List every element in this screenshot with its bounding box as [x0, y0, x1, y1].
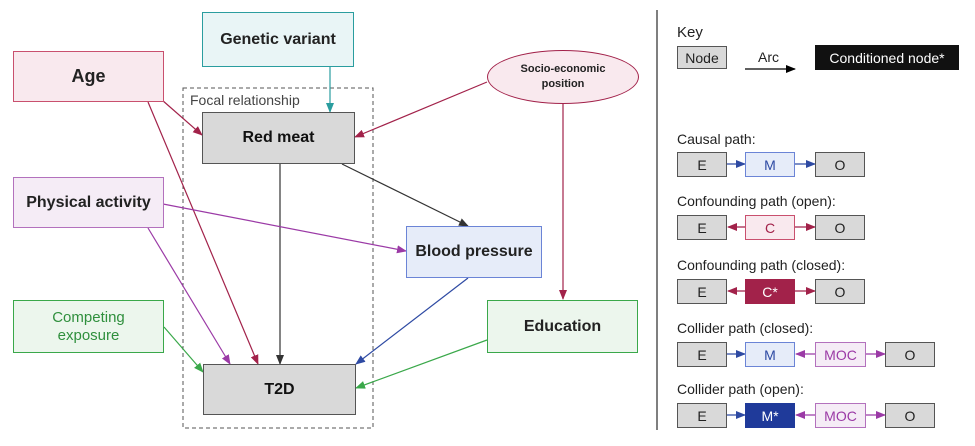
arrow-physical-to-bp [162, 203, 407, 254]
key-causal-m: M [745, 152, 795, 177]
key-conf-open-o: O [815, 215, 865, 240]
key-causal-e: E [677, 152, 727, 177]
node-physical-activity-label: Physical activity [26, 193, 151, 211]
arrow-age-to-redmeat [161, 99, 203, 136]
key-causal-o: O [815, 152, 865, 177]
key-conf-open-e: E [677, 215, 727, 240]
key-causal-e-label: E [697, 156, 707, 173]
key-conf-closed-e: E [677, 279, 727, 304]
key-coll-closed-e-label: E [697, 346, 707, 363]
node-age-label: Age [71, 66, 106, 86]
key-coll-open-o: O [885, 403, 935, 428]
node-t2d: T2D [203, 364, 356, 415]
key-coll-closed-m-label: M [764, 346, 776, 363]
key-conf-closed-c: C* [745, 279, 795, 304]
key-coll-open-e-label: E [697, 407, 707, 424]
node-socio-economic-position: Socio-economic position [487, 50, 639, 104]
key-node-label: Node [685, 49, 719, 66]
node-red-meat: Red meat [202, 112, 355, 164]
key-arc-label: Arc [758, 49, 779, 65]
key-conf-open-e-label: E [697, 219, 707, 236]
key-node-sample: Node [677, 46, 727, 69]
node-competing-exposure: Competing exposure [13, 300, 164, 353]
arrow-education-to-t2d [355, 339, 488, 389]
key-conf-closed-o: O [815, 279, 865, 304]
key-coll-closed-e: E [677, 342, 727, 367]
node-physical-activity: Physical activity [13, 177, 164, 228]
arrow-redmeat-to-bp [341, 163, 469, 227]
arrow-age-to-t2d [147, 101, 259, 365]
key-conf-closed-e-label: E [697, 283, 707, 300]
key-conditioned-sample: Conditioned node* [815, 45, 959, 70]
key-conf-open-o-label: O [834, 219, 846, 236]
key-coll-closed-m: M [745, 342, 795, 367]
key-coll-open-moc: MOC [815, 403, 866, 428]
key-coll-closed-moc-label: MOC [824, 346, 857, 363]
key-coll-open-moc-label: MOC [824, 407, 857, 424]
key-coll-closed-moc: MOC [815, 342, 866, 367]
key-coll-open-m: M* [745, 403, 795, 428]
key-title: Key [677, 24, 703, 41]
focal-relationship-label: Focal relationship [190, 92, 300, 108]
focal-region [182, 87, 374, 429]
arrow-bp-to-t2d [355, 277, 469, 365]
key-conf-closed-o-label: O [834, 283, 846, 300]
key-conf-closed-c-label: C* [762, 283, 778, 300]
key-coll-open-o-label: O [904, 407, 916, 424]
arrow-physical-to-t2d [147, 227, 231, 365]
key-path-title-causal: Causal path: [677, 131, 756, 147]
node-t2d-label: T2D [264, 380, 295, 398]
key-coll-closed-o: O [885, 342, 935, 367]
node-education-label: Education [523, 317, 602, 335]
node-education: Education [487, 300, 638, 353]
key-path-title-conf-open: Confounding path (open): [677, 193, 836, 209]
key-coll-open-m-label: M* [761, 407, 779, 424]
key-causal-m-label: M [764, 156, 776, 173]
node-genetic-variant-label: Genetic variant [220, 30, 336, 48]
key-conf-open-c-label: C [764, 219, 776, 236]
key-coll-open-e: E [677, 403, 727, 428]
key-conditioned-label: Conditioned node* [829, 49, 945, 66]
arrow-competing-to-t2d [163, 326, 204, 373]
node-ses-label: Socio-economic position [520, 63, 606, 90]
node-blood-pressure: Blood pressure [406, 226, 542, 278]
arrow-ses-to-redmeat [354, 81, 488, 138]
key-path-title-conf-closed: Confounding path (closed): [677, 257, 846, 273]
node-red-meat-label: Red meat [242, 129, 315, 146]
node-competing-exposure-label: Competing exposure [52, 308, 125, 344]
key-causal-o-label: O [834, 156, 846, 173]
key-coll-closed-o-label: O [904, 346, 916, 363]
node-blood-pressure-label: Blood pressure [415, 243, 533, 260]
node-age: Age [13, 51, 164, 102]
node-genetic-variant: Genetic variant [202, 12, 354, 67]
key-path-title-coll-open: Collider path (open): [677, 381, 804, 397]
key-path-title-coll-closed: Collider path (closed): [677, 320, 814, 336]
key-conf-open-c: C [745, 215, 795, 240]
